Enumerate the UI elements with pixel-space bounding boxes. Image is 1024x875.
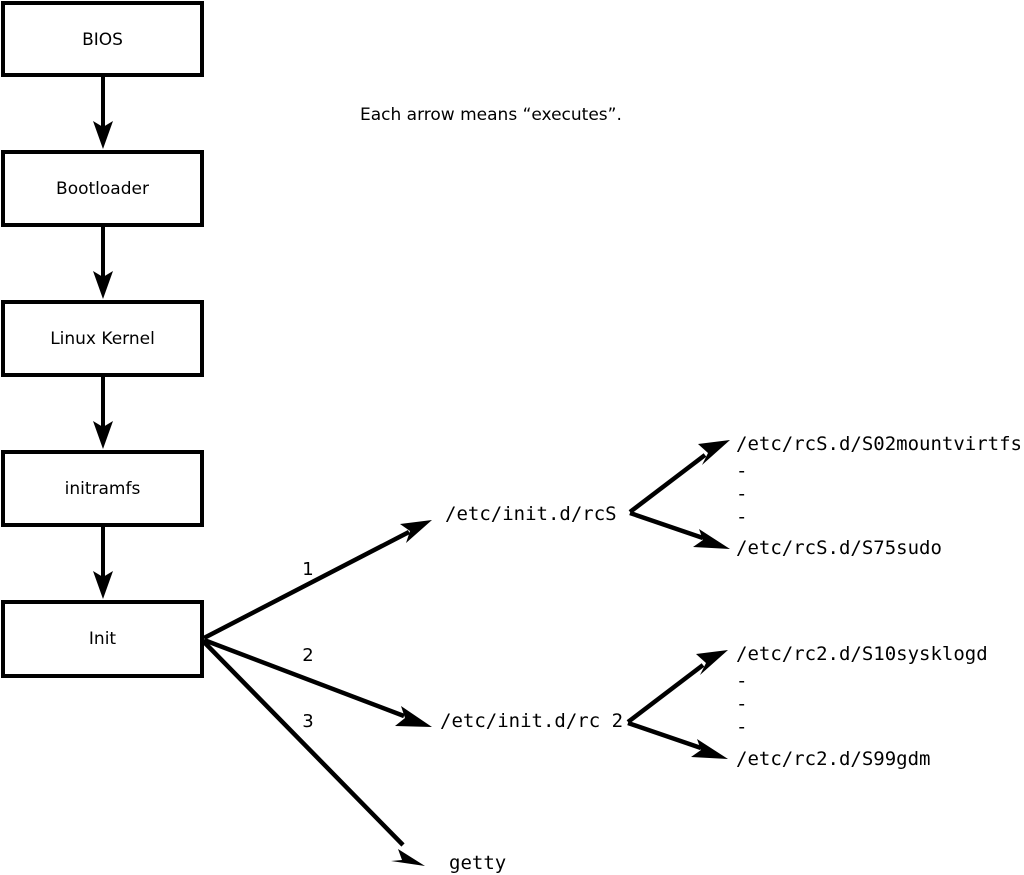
arrowhead-kernel-initramfs bbox=[93, 421, 113, 449]
bootloader-box[interactable] bbox=[1, 150, 204, 227]
arrow-rcs-to-first bbox=[628, 440, 730, 514]
arrowhead-rcs-first bbox=[698, 440, 730, 465]
diagram-caption: Each arrow means “executes”. bbox=[360, 105, 622, 125]
node-bootloader[interactable]: Bootloader bbox=[1, 150, 204, 227]
arrow-initramfs-to-init bbox=[93, 526, 113, 599]
rc2-ellipsis-dash-3: - bbox=[736, 716, 747, 738]
arrow-init-branch-2 bbox=[203, 637, 432, 727]
linux-kernel-label: Linux Kernel bbox=[50, 329, 155, 349]
bootloader-label: Bootloader bbox=[56, 179, 149, 199]
node-bios[interactable]: BIOS bbox=[1, 1, 204, 77]
branch-1-number: 1 bbox=[302, 559, 313, 580]
arrowhead-branch-2 bbox=[395, 706, 432, 727]
initramfs-box[interactable] bbox=[1, 450, 204, 527]
rc2-ellipsis-dash-2: - bbox=[736, 693, 747, 715]
rcs-script-label[interactable]: /etc/init.d/rcS bbox=[445, 503, 617, 525]
rc2-script-label[interactable]: /etc/init.d/rc 2 bbox=[440, 710, 623, 732]
node-init[interactable]: Init bbox=[1, 600, 204, 678]
getty-label[interactable]: getty bbox=[449, 852, 506, 874]
arrow-kernel-to-initramfs bbox=[93, 376, 113, 449]
rcs-ellipsis-dash-3: - bbox=[736, 506, 747, 528]
rc2-last-script[interactable]: /etc/rc2.d/S99gdm bbox=[736, 748, 930, 770]
arrow-init-branch-3 bbox=[202, 640, 425, 866]
rc2-first-script[interactable]: /etc/rc2.d/S10sysklogd bbox=[736, 643, 988, 665]
arrowhead-rc2-last bbox=[691, 739, 728, 759]
arrow-rc2-to-last bbox=[627, 720, 728, 759]
bios-label: BIOS bbox=[82, 30, 123, 50]
arrow-bootloader-to-kernel bbox=[93, 226, 113, 299]
rcs-ellipsis-dash-2: - bbox=[736, 483, 747, 505]
branch-2-number: 2 bbox=[302, 645, 313, 666]
node-initramfs[interactable]: initramfs bbox=[1, 450, 204, 527]
arrowhead-rc2-first bbox=[696, 650, 728, 675]
arrowhead-rcs-last bbox=[693, 529, 730, 549]
arrowhead-branch-3 bbox=[391, 849, 425, 866]
initramfs-label: initramfs bbox=[65, 479, 141, 499]
arrow-rc2-to-first bbox=[626, 650, 728, 724]
arrow-rcs-to-last bbox=[629, 510, 730, 549]
arrowhead-bios-bootloader bbox=[93, 121, 113, 149]
branch-3-number: 3 bbox=[302, 711, 313, 732]
init-box[interactable] bbox=[1, 600, 204, 678]
init-label: Init bbox=[89, 629, 117, 649]
arrowhead-branch-1 bbox=[400, 520, 432, 543]
rcs-first-script[interactable]: /etc/rcS.d/S02mountvirtfs bbox=[736, 433, 1022, 455]
node-linux-kernel[interactable]: Linux Kernel bbox=[1, 300, 204, 377]
linux-kernel-box[interactable] bbox=[1, 300, 204, 377]
rcs-ellipsis-dash-1: - bbox=[736, 460, 747, 482]
arrow-init-branch-1 bbox=[202, 520, 432, 640]
rc2-ellipsis-dash-1: - bbox=[736, 670, 747, 692]
arrow-bios-to-bootloader bbox=[93, 76, 113, 149]
arrowhead-bootloader-kernel bbox=[93, 271, 113, 299]
rcs-last-script[interactable]: /etc/rcS.d/S75sudo bbox=[736, 537, 942, 559]
arrowhead-initramfs-init bbox=[93, 571, 113, 599]
bios-box[interactable] bbox=[1, 1, 204, 77]
